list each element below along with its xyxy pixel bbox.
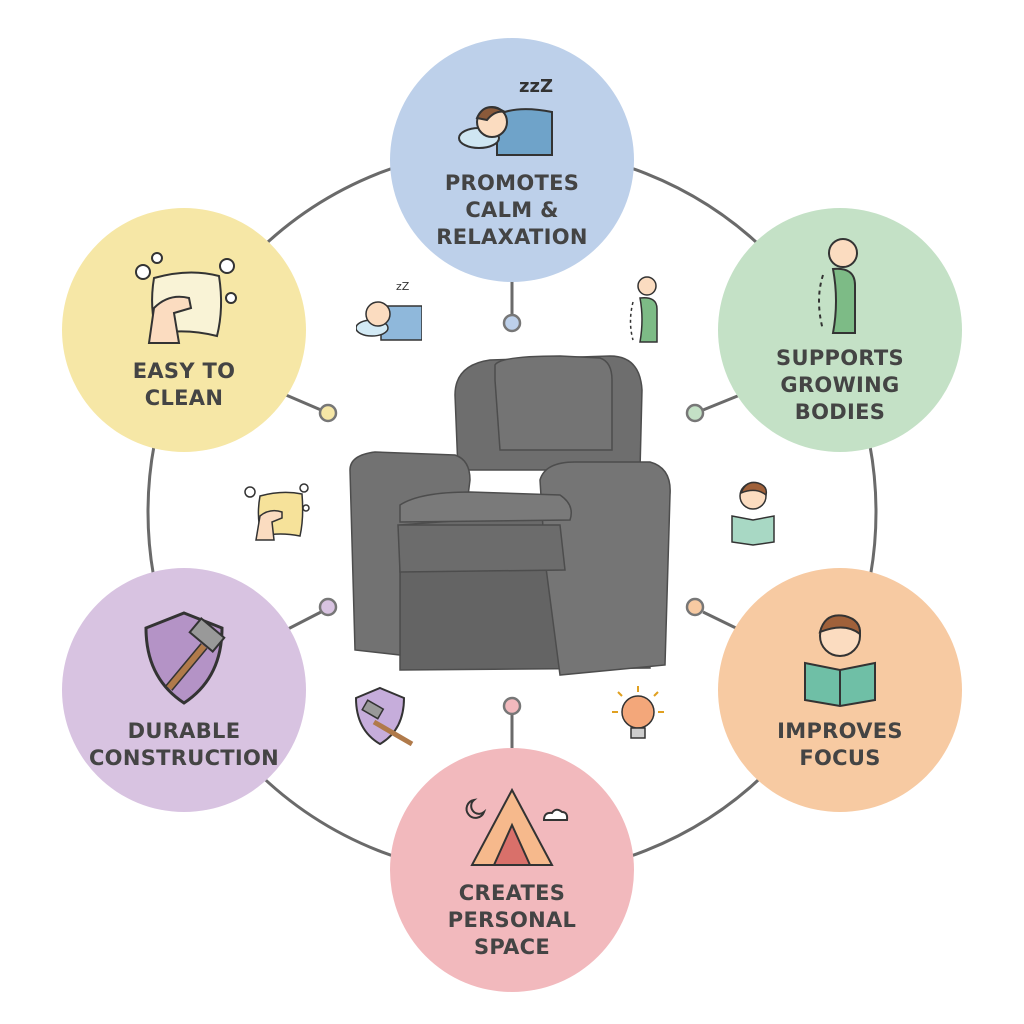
mini-lightbulb-brain-icon [612, 686, 664, 739]
shield-hammer-icon [144, 611, 226, 705]
sleeping-child-icon: zzZ [458, 76, 553, 156]
connectors [285, 280, 741, 748]
mini-shield-hammer-icon [354, 686, 414, 747]
mini-posture-icon [629, 276, 658, 343]
mini-cleaning-cloth-icon [244, 483, 310, 541]
mini-sleeping-child-icon: zZ [356, 280, 422, 341]
posture-icon [818, 237, 858, 334]
mini-reading-child-icon [731, 481, 775, 546]
recliner-chair-image [349, 355, 671, 676]
cleaning-cloth-icon [135, 252, 237, 344]
reading-child-icon [804, 614, 876, 708]
connector-dots [318, 313, 705, 716]
teepee-icon [465, 787, 569, 866]
svg-text:zzZ: zzZ [519, 76, 553, 97]
svg-text:zZ: zZ [396, 280, 410, 293]
